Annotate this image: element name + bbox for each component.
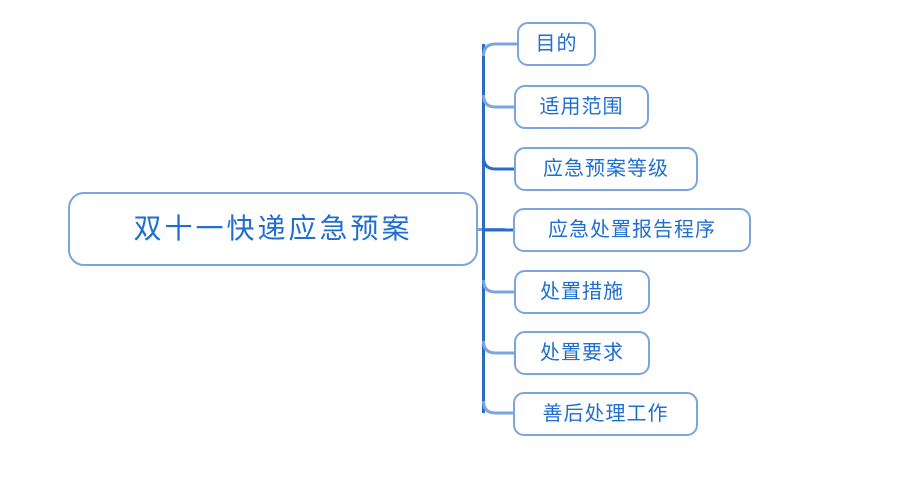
child-node-2[interactable]: 适用范围 — [514, 85, 649, 129]
child-node-1-label: 目的 — [535, 33, 578, 55]
child-node-4[interactable]: 应急处置报告程序 — [513, 208, 751, 252]
connector-branch-3 — [482, 156, 514, 171]
root-node-label: 双十一快递应急预案 — [133, 213, 413, 244]
child-node-4-label: 应急处置报告程序 — [548, 219, 716, 241]
child-node-5-label: 处置措施 — [540, 281, 624, 303]
root-node[interactable]: 双十一快递应急预案 — [68, 192, 478, 266]
child-node-5[interactable]: 处置措施 — [514, 270, 650, 314]
child-node-1[interactable]: 目的 — [517, 22, 596, 66]
connector-branch-7 — [482, 400, 513, 415]
connector-branch-2 — [482, 94, 514, 109]
child-node-7[interactable]: 善后处理工作 — [513, 392, 698, 436]
connector-branch-6 — [482, 340, 514, 355]
connector-branch-5 — [482, 279, 514, 294]
child-node-3[interactable]: 应急预案等级 — [514, 147, 698, 191]
child-node-3-label: 应急预案等级 — [543, 158, 669, 180]
child-node-7-label: 善后处理工作 — [542, 403, 669, 425]
child-node-6[interactable]: 处置要求 — [514, 331, 650, 375]
child-node-2-label: 适用范围 — [539, 96, 624, 118]
child-node-6-label: 处置要求 — [540, 342, 624, 364]
connector-branch-1 — [482, 42, 517, 57]
